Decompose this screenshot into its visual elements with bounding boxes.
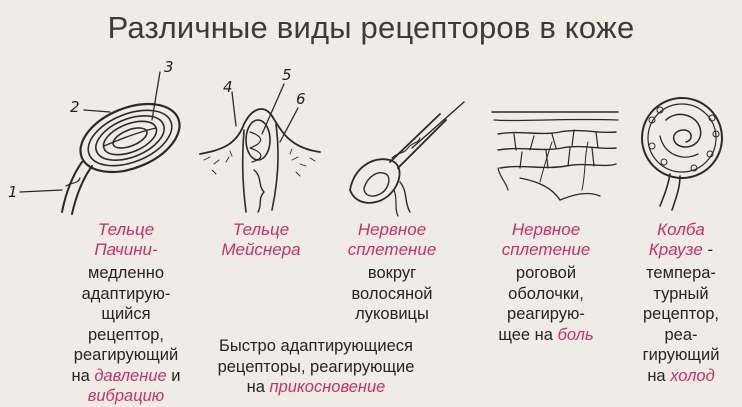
stimulus-pressure: давление — [94, 366, 167, 385]
hair-follicle-plexus-drawing — [349, 101, 465, 217]
receptor-2-name: Тельце Мейснера — [221, 220, 301, 259]
stimulus-vibration: вибрацию — [87, 387, 165, 405]
stimulus-pain: боль — [557, 325, 594, 344]
fast-adapting-note: Быстро адаптирующиеся рецепторы, реагиру… — [217, 337, 415, 396]
stimulus-touch: прикосновение — [269, 378, 386, 396]
receptor-3-description: вокруг волосяной луковицы — [351, 264, 433, 323]
page-title: Различные виды рецепторов в коже — [107, 10, 635, 45]
label-number-6: 6 — [296, 90, 306, 108]
label-number-1: 1 — [8, 183, 18, 201]
label-number-4: 4 — [223, 78, 233, 96]
receptor-3-name: Нервное сплетение — [347, 220, 437, 259]
receptor-5-description: темпера- турный рецептор, реа- гирующий … — [642, 264, 720, 385]
receptor-illustrations: 1 2 3 4 5 6 — [8, 58, 723, 217]
receptor-4-description: роговой оболочки, реагирую- щее на боль — [498, 264, 594, 344]
receptor-5-name: Колба Краузе - — [648, 220, 714, 259]
krause-end-bulb-drawing — [641, 97, 723, 211]
meissner-corpuscle-drawing — [199, 83, 321, 213]
pacinian-corpuscle-drawing — [19, 71, 181, 215]
label-number-2: 2 — [70, 98, 80, 116]
corneal-plexus-drawing — [491, 111, 619, 201]
stimulus-cold: холод — [670, 366, 715, 385]
receptor-4-name: Нервное сплетение — [501, 220, 591, 259]
label-number-3: 3 — [164, 58, 174, 76]
receptor-1-description: медленно адаптирую- щийся рецептор, реаг… — [46, 263, 206, 407]
receptor-1-name: Тельце Пачини- — [94, 220, 158, 259]
label-number-5: 5 — [282, 66, 292, 84]
